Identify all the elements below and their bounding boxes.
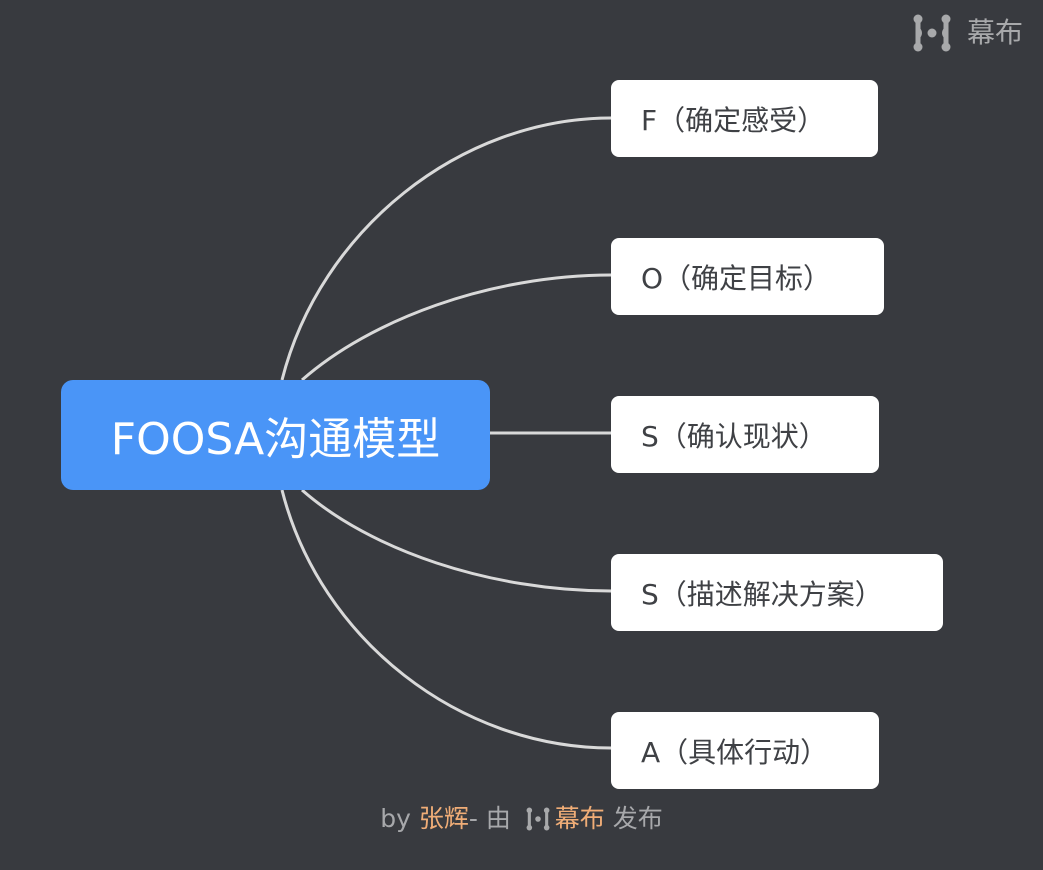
branch-node-label: S（描述解决方案） bbox=[641, 577, 883, 611]
branch-node-label: O（确定目标） bbox=[641, 261, 832, 295]
mubu-logo-icon bbox=[913, 14, 951, 52]
branch-node-label: S（确认现状） bbox=[641, 419, 827, 453]
branch-node-s2[interactable]: S（描述解决方案） bbox=[611, 554, 943, 631]
connector-f bbox=[280, 116, 612, 381]
branch-node-label: A（具体行动） bbox=[641, 735, 829, 769]
mubu-logo-icon bbox=[526, 807, 550, 831]
root-node[interactable]: FOOSA沟通模型 bbox=[61, 380, 490, 490]
branch-node-a[interactable]: A（具体行动） bbox=[611, 712, 879, 789]
connector-s2 bbox=[301, 488, 612, 593]
connector-o bbox=[301, 273, 612, 382]
branch-node-f[interactable]: F（确定感受） bbox=[611, 80, 878, 157]
root-node-label: FOOSA沟通模型 bbox=[110, 414, 441, 465]
footer-middle: - 由 bbox=[468, 804, 519, 833]
brand-header[interactable]: 幕布 bbox=[911, 14, 1023, 52]
branch-node-s1[interactable]: S（确认现状） bbox=[611, 396, 879, 473]
footer-credit: by 张辉- 由 幕布 发布 bbox=[0, 803, 1043, 835]
brand-name: 幕布 bbox=[966, 16, 1023, 49]
branch-node-label: F（确定感受） bbox=[641, 103, 826, 137]
connector-a bbox=[280, 489, 612, 750]
branch-node-o[interactable]: O（确定目标） bbox=[611, 238, 884, 315]
footer-prefix: by bbox=[380, 804, 419, 833]
footer-suffix: 发布 bbox=[604, 804, 663, 833]
footer-brand-link[interactable]: 幕布 bbox=[554, 804, 605, 833]
footer-author-link[interactable]: 张辉 bbox=[418, 804, 469, 833]
